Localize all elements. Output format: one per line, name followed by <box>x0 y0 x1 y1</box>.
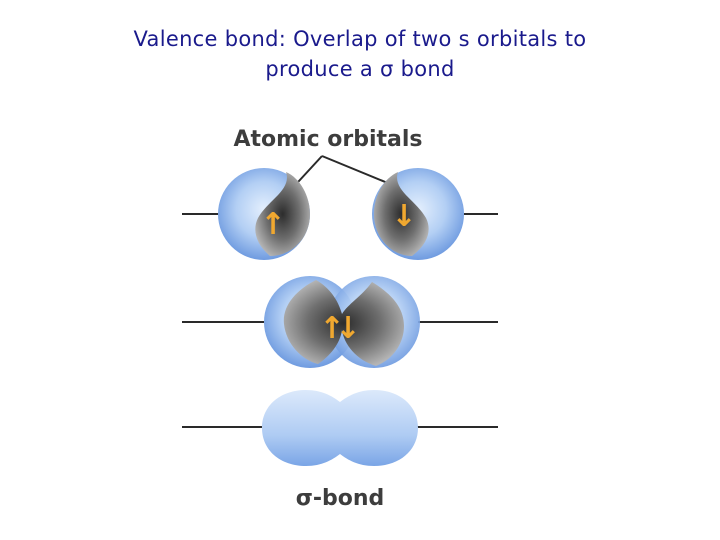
slide-title-line-1: Valence bond: Overlap of two s orbitals … <box>133 27 587 51</box>
overlapping-orbitals-row: ↑ ↓ <box>182 276 498 368</box>
slide-title: Valence bond: Overlap of two s orbitals … <box>60 24 660 84</box>
separated-orbitals-row: ↑ ↓ <box>182 168 498 260</box>
spin-down-arrow-icon: ↓ <box>391 199 416 234</box>
atomic-orbitals-label: Atomic orbitals <box>233 127 422 152</box>
spin-pair-up-arrow-icon: ↑ <box>319 311 344 346</box>
sigma-bond-label: σ-bond <box>296 486 385 511</box>
pointer-line-right <box>321 155 396 187</box>
right-s-orbital <box>372 168 464 260</box>
left-s-orbital <box>218 168 310 260</box>
sigma-bond-orbital <box>262 390 418 466</box>
spin-pair-down-arrow-icon: ↓ <box>335 311 360 346</box>
slide-title-line-2: produce a σ bond <box>265 57 455 81</box>
overlap-gray-region <box>283 280 404 366</box>
sigma-bond-row <box>182 390 498 466</box>
spin-up-arrow-icon: ↑ <box>260 207 285 242</box>
